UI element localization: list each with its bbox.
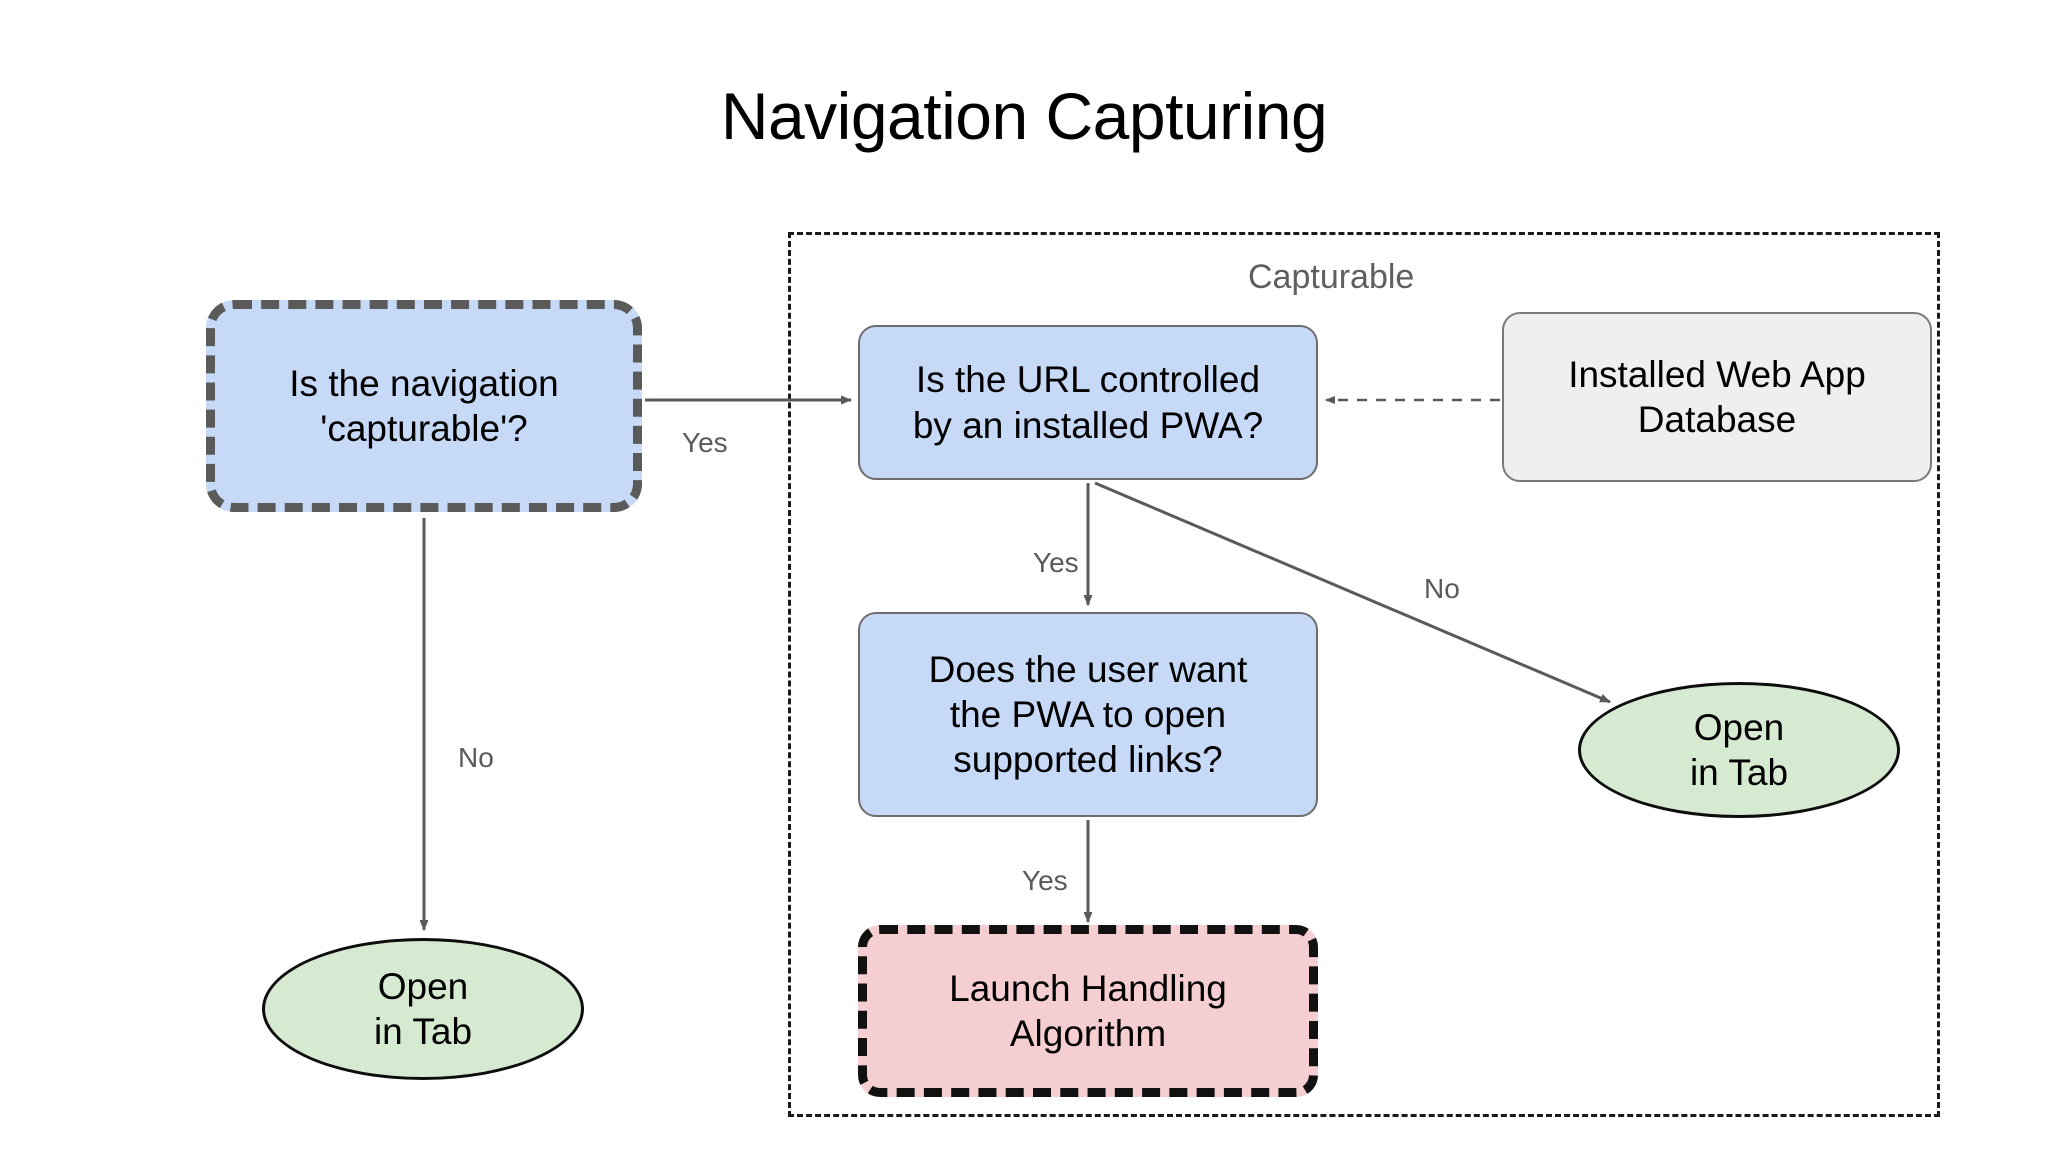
node-does-user-want-pwa-open-links[interactable]: Does the user want the PWA to open suppo… — [858, 612, 1318, 817]
edge-label-url-no: No — [1424, 573, 1460, 604]
edge-label-url-yes: Yes — [1033, 547, 1079, 578]
capturable-group-container — [788, 232, 1940, 1117]
node-installed-web-app-database[interactable]: Installed Web App Database — [1502, 312, 1932, 482]
node-is-url-controlled-by-pwa[interactable]: Is the URL controlled by an installed PW… — [858, 325, 1318, 480]
edge-label-capturable-yes: Yes — [682, 427, 728, 458]
edge-label-user-want-yes: Yes — [1022, 865, 1068, 896]
node-is-navigation-capturable[interactable]: Is the navigation 'capturable'? — [206, 300, 642, 512]
capturable-group-label: Capturable — [1248, 258, 1415, 296]
edge-label-capturable-no: No — [458, 742, 494, 773]
page-title: Navigation Capturing — [720, 79, 1328, 153]
node-launch-handling-algorithm[interactable]: Launch Handling Algorithm — [858, 925, 1318, 1097]
node-open-in-tab-left[interactable]: Open in Tab — [262, 938, 584, 1080]
node-open-in-tab-right[interactable]: Open in Tab — [1578, 682, 1900, 818]
